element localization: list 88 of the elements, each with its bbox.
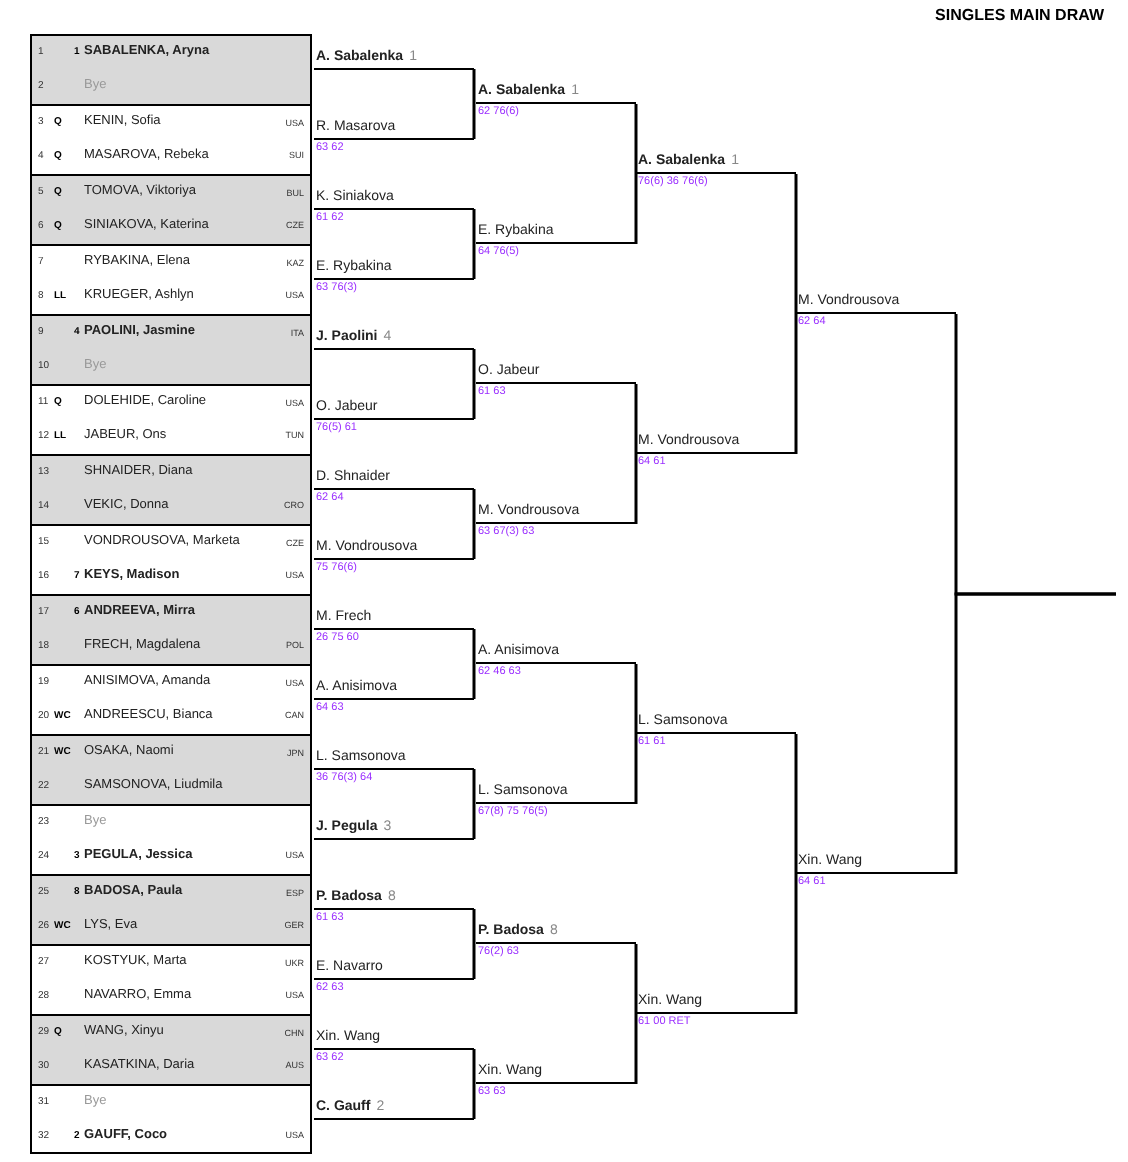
bracket-line <box>634 104 638 174</box>
draw-row <box>30 629 312 664</box>
draw-row <box>30 1084 312 1119</box>
draw-row <box>30 139 312 174</box>
bracket-slot <box>476 218 636 244</box>
draw-row <box>30 559 312 594</box>
bracket-slot <box>314 323 474 349</box>
bracket-line <box>472 489 476 524</box>
bracket-slot <box>636 148 796 174</box>
bracket-line <box>634 664 638 734</box>
draw-row <box>30 454 312 489</box>
bracket-slot <box>314 1093 474 1119</box>
bracket-slot <box>636 988 796 1014</box>
draw-row <box>30 524 312 559</box>
bracket-line <box>794 314 798 454</box>
draw-row <box>30 944 312 979</box>
bracket-line <box>634 174 638 244</box>
draw-row <box>30 489 312 524</box>
draw-row <box>30 279 312 314</box>
bracket-slot <box>314 43 474 69</box>
bracket-line <box>472 944 476 979</box>
bracket-line <box>794 734 798 874</box>
bracket-line <box>954 592 1116 874</box>
bracket-line <box>472 909 476 944</box>
draw-row <box>30 664 312 699</box>
bracket-line <box>634 454 638 524</box>
bracket-line <box>472 244 476 279</box>
draw-row <box>30 174 312 209</box>
draw-row <box>30 419 312 454</box>
bracket-line <box>634 384 638 454</box>
bracket-line <box>472 104 476 139</box>
bracket-slot <box>314 1023 474 1049</box>
bracket-line <box>472 524 476 559</box>
bracket-line <box>794 874 798 1014</box>
draw-row <box>30 594 312 629</box>
draw-row <box>30 69 312 104</box>
bracket-line <box>472 664 476 699</box>
bracket-slot <box>314 533 474 559</box>
draw-row <box>30 104 312 139</box>
bracket-slot <box>314 393 474 419</box>
bracket-line <box>472 384 476 419</box>
bracket-line <box>634 944 638 1014</box>
bracket-line <box>634 1014 638 1084</box>
bracket-slot <box>476 358 636 384</box>
draw-row <box>30 734 312 769</box>
bracket-line <box>794 174 798 314</box>
draw-row <box>30 34 312 69</box>
bracket-slot <box>476 638 636 664</box>
draw-row <box>30 349 312 384</box>
bracket-line <box>472 1049 476 1084</box>
bracket-slot <box>476 1058 636 1084</box>
draw-row <box>30 244 312 279</box>
draw-row <box>30 1119 312 1154</box>
draw-row <box>30 1014 312 1049</box>
draw-row <box>30 769 312 804</box>
draw-row <box>30 699 312 734</box>
bracket-line <box>472 69 476 104</box>
draw-row <box>30 874 312 909</box>
draw-row <box>30 1049 312 1084</box>
bracket-line <box>472 769 476 804</box>
bracket-line <box>472 1084 476 1119</box>
bracket-line <box>472 629 476 664</box>
bracket-slot <box>796 288 956 314</box>
draw-row <box>30 209 312 244</box>
draw-row <box>30 314 312 349</box>
draw-row <box>30 804 312 839</box>
bracket-slot <box>476 498 636 524</box>
bracket-slot <box>314 463 474 489</box>
bracket-line <box>472 209 476 244</box>
bracket-slot <box>476 78 636 104</box>
bracket-slot <box>314 673 474 699</box>
bracket-slot <box>314 603 474 629</box>
bracket-slot <box>796 848 956 874</box>
title: SINGLES MAIN DRAW <box>935 6 1104 24</box>
bracket-slot <box>636 428 796 454</box>
bracket-line <box>634 734 638 804</box>
draw-row <box>30 384 312 419</box>
bracket-slot <box>314 883 474 909</box>
draw-row <box>30 909 312 944</box>
draw-row <box>30 839 312 874</box>
bracket-slot <box>476 778 636 804</box>
bracket-slot <box>314 183 474 209</box>
bracket-line <box>472 349 476 384</box>
bracket-line <box>472 804 476 839</box>
bracket-slot <box>314 253 474 279</box>
bracket-slot <box>636 708 796 734</box>
bracket-slot <box>476 918 636 944</box>
draw-row <box>30 979 312 1014</box>
